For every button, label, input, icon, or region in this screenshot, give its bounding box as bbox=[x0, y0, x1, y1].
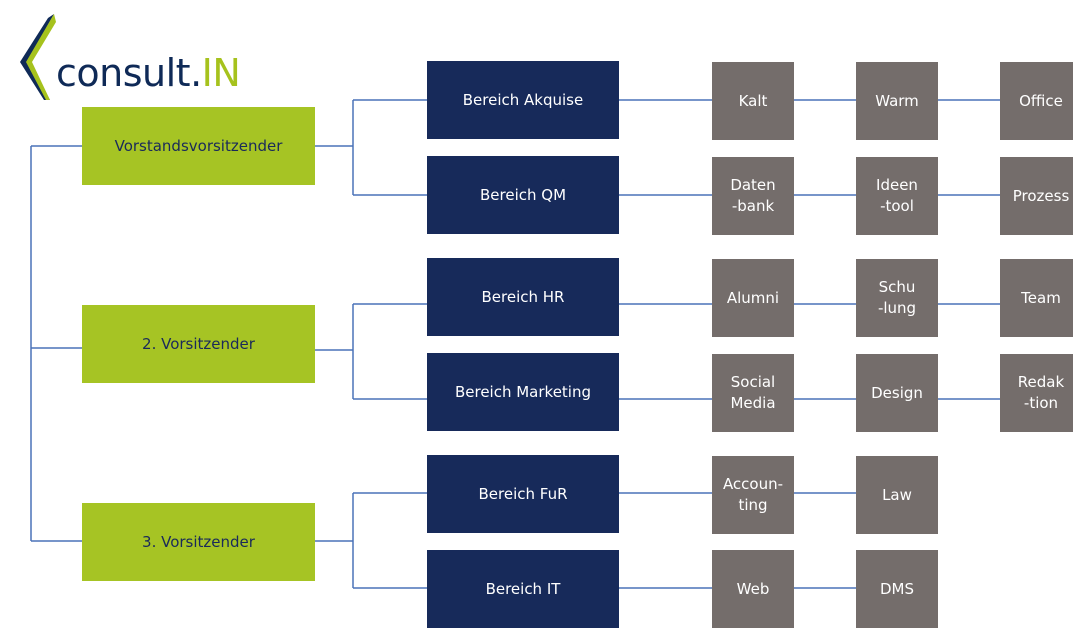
unit-box: Alumni bbox=[712, 259, 794, 337]
unit-label: Team bbox=[1021, 288, 1061, 307]
department-label: Bereich Marketing bbox=[454, 382, 592, 401]
department-box-it: Bereich IT bbox=[427, 550, 619, 628]
chair-box-2-vorsitzender: 2. Vorsitzender bbox=[82, 305, 315, 383]
chair-label: 3. Vorsitzender bbox=[142, 532, 255, 551]
unit-box: Office bbox=[1000, 62, 1073, 140]
department-box-marketing: Bereich Marketing bbox=[427, 353, 619, 431]
unit-box: Web bbox=[712, 550, 794, 628]
unit-label: Daten -bank bbox=[730, 176, 776, 215]
unit-box: Accoun- ting bbox=[712, 456, 794, 534]
unit-label: Warm bbox=[875, 91, 919, 110]
unit-box: Warm bbox=[856, 62, 938, 140]
unit-box: Prozess bbox=[1000, 157, 1073, 235]
unit-box: Redak -tion bbox=[1000, 354, 1073, 432]
unit-label: Design bbox=[871, 383, 923, 402]
unit-box: Schu -lung bbox=[856, 259, 938, 337]
chair-label: Vorstandsvorsitzender bbox=[114, 136, 283, 155]
unit-label: Accoun- ting bbox=[722, 475, 784, 514]
chair-box-3-vorsitzender: 3. Vorsitzender bbox=[82, 503, 315, 581]
department-box-akquise: Bereich Akquise bbox=[427, 61, 619, 139]
department-box-qm: Bereich QM bbox=[427, 156, 619, 234]
unit-label: Social Media bbox=[730, 373, 776, 412]
chair-label: 2. Vorsitzender bbox=[142, 334, 255, 353]
department-label: Bereich HR bbox=[481, 287, 565, 306]
department-label: Bereich Akquise bbox=[462, 90, 584, 109]
department-box-fur: Bereich FuR bbox=[427, 455, 619, 533]
unit-label: Law bbox=[882, 485, 912, 504]
logo-text-accent: IN bbox=[201, 51, 241, 95]
unit-box: Law bbox=[856, 456, 938, 534]
unit-label: Ideen -tool bbox=[876, 176, 918, 215]
department-label: Bereich IT bbox=[485, 579, 561, 598]
department-label: Bereich QM bbox=[479, 185, 567, 204]
unit-label: DMS bbox=[879, 579, 914, 598]
unit-box: Kalt bbox=[712, 62, 794, 140]
unit-label: Prozess bbox=[1012, 186, 1070, 205]
department-label: Bereich FuR bbox=[478, 484, 568, 503]
logo-swoosh-icon bbox=[20, 14, 56, 100]
unit-box: Team bbox=[1000, 259, 1073, 337]
unit-label: Web bbox=[736, 579, 770, 598]
unit-box: Daten -bank bbox=[712, 157, 794, 235]
unit-label: Redak -tion bbox=[1017, 373, 1065, 412]
unit-label: Schu -lung bbox=[877, 278, 917, 317]
chair-box-vorstandsvorsitzender: Vorstandsvorsitzender bbox=[82, 107, 315, 185]
unit-box: DMS bbox=[856, 550, 938, 628]
unit-box: Social Media bbox=[712, 354, 794, 432]
logo-text-main: consult. bbox=[56, 51, 202, 95]
department-box-hr: Bereich HR bbox=[427, 258, 619, 336]
consult-in-logo: consult.IN bbox=[8, 12, 241, 104]
unit-box: Ideen -tool bbox=[856, 157, 938, 235]
unit-label: Office bbox=[1019, 91, 1063, 110]
unit-label: Alumni bbox=[726, 288, 780, 307]
unit-label: Kalt bbox=[738, 91, 768, 110]
unit-box: Design bbox=[856, 354, 938, 432]
logo-text: consult.IN bbox=[56, 51, 241, 95]
